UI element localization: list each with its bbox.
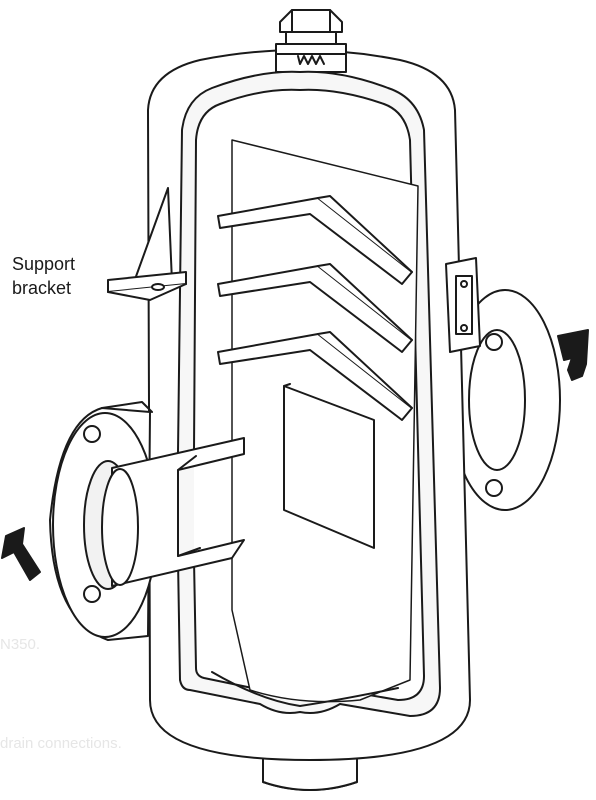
bottom-rim bbox=[211, 671, 399, 707]
level-gauge bbox=[445, 257, 481, 353]
inlet-arrow bbox=[1, 527, 41, 581]
inlet-pipe bbox=[101, 437, 245, 587]
flow-arrows bbox=[1, 329, 589, 581]
background-text-fragment-b: drain connections. bbox=[0, 735, 122, 752]
support-bracket-label: Support bracket bbox=[12, 252, 75, 300]
support-bracket bbox=[107, 187, 187, 301]
inner-panel bbox=[283, 385, 375, 549]
support-bracket-label-line1: Support bbox=[12, 254, 76, 274]
outlet-arrow bbox=[557, 329, 589, 381]
support-bracket-label-line2: bracket bbox=[12, 278, 72, 298]
baffle-plates bbox=[217, 195, 413, 421]
background-text-fragment-a: N350. bbox=[0, 636, 41, 653]
top-fitting bbox=[275, 9, 347, 73]
